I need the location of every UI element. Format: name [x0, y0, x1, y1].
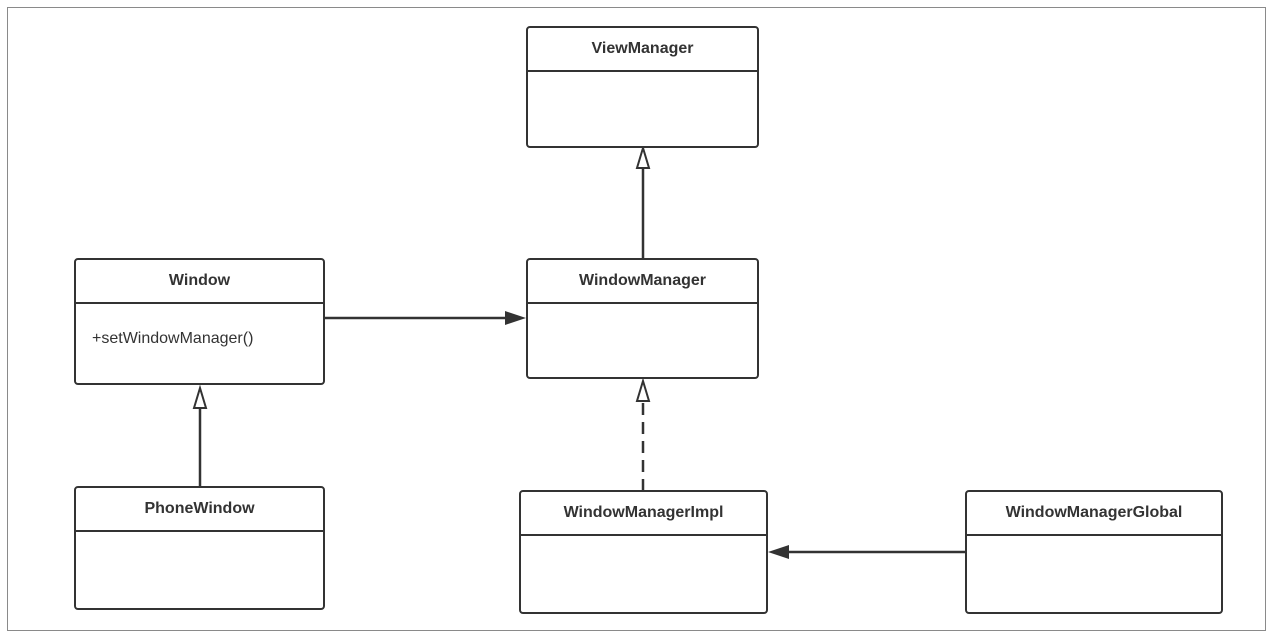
class-phonewindow: PhoneWindow: [74, 486, 325, 610]
class-name: WindowManagerGlobal: [967, 492, 1221, 536]
edge-phonewindow-to-window: [192, 384, 208, 487]
edge-window-to-windowmanager: [324, 311, 526, 325]
filled-arrowhead: [505, 311, 526, 325]
class-window: Window +setWindowManager(): [74, 258, 325, 385]
class-name: WindowManager: [528, 260, 757, 304]
diagram-frame: [7, 7, 1266, 631]
class-name: WindowManagerImpl: [521, 492, 766, 536]
class-viewmanager: ViewManager: [526, 26, 759, 148]
class-windowmanagerglobal: WindowManagerGlobal: [965, 490, 1223, 614]
hollow-triangle-arrowhead: [192, 384, 208, 409]
edge-windowmanagerimpl-to-windowmanager: [635, 377, 651, 491]
filled-arrowhead: [768, 545, 789, 559]
class-name: ViewManager: [528, 28, 757, 72]
edge-windowmanagerglobal-to-windowmanagerimpl: [768, 545, 966, 559]
hollow-triangle-arrowhead: [635, 377, 651, 402]
edge-windowmanager-to-viewmanager: [635, 144, 651, 259]
class-windowmanager: WindowManager: [526, 258, 759, 379]
class-name: PhoneWindow: [76, 488, 323, 532]
class-name: Window: [76, 260, 323, 304]
method-setwindowmanager: +setWindowManager(): [92, 330, 254, 347]
hollow-triangle-arrowhead: [635, 144, 651, 169]
class-windowmanagerimpl: WindowManagerImpl: [519, 490, 768, 614]
